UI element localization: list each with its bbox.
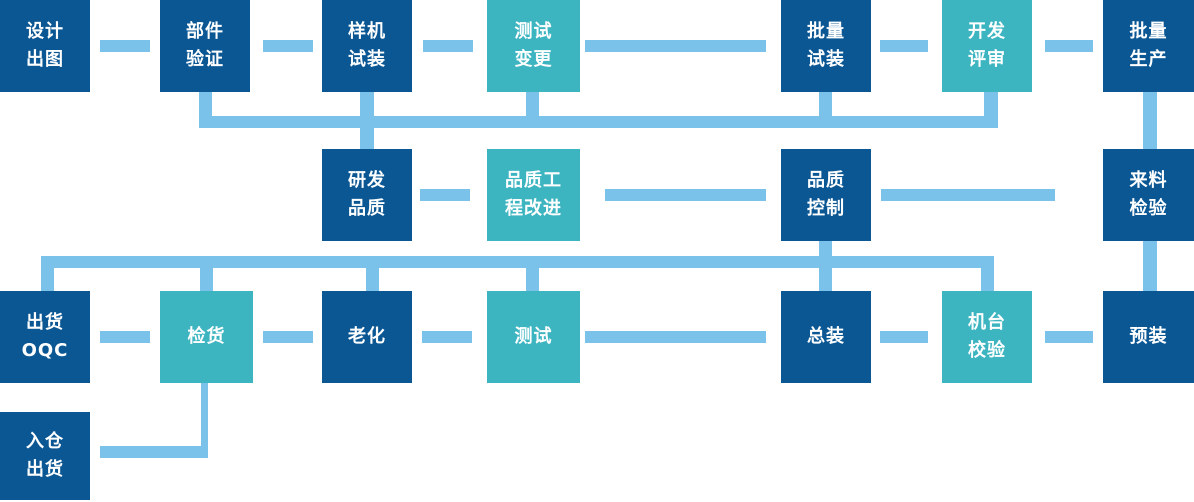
node-warehouse-shipment: 入仓 出货 xyxy=(0,412,90,500)
connector-rdquality-qualityeng xyxy=(420,189,470,201)
connector-rail-testing xyxy=(526,256,539,291)
connector-rail-machinecalibration xyxy=(981,256,994,291)
connector-rail-top xyxy=(199,116,998,128)
connector-batchtrial-down xyxy=(819,92,832,128)
node-test-change: 测试 变更 xyxy=(487,0,580,92)
connector-devreview-massproduction xyxy=(1045,40,1093,52)
connector-rail-shipmentoqc xyxy=(41,256,54,291)
connector-rail-goodsinspection xyxy=(200,256,213,291)
node-batch-trial-assembly: 批量 试装 xyxy=(781,0,871,92)
connector-batchtrial-devreview xyxy=(880,40,928,52)
connector-prototype-testchange xyxy=(423,40,473,52)
connector-design-component xyxy=(100,40,150,52)
connector-goodsinspection-burnin xyxy=(263,331,313,343)
connector-rail-burnin xyxy=(366,256,379,291)
connector-massproduction-incoming xyxy=(1143,92,1157,149)
node-quality-engineering-improvement: 品质工 程改进 xyxy=(487,149,580,241)
node-design-drawing: 设计 出图 xyxy=(0,0,90,92)
connector-rail-bottom xyxy=(41,256,994,268)
node-goods-inspection: 检货 xyxy=(160,291,253,383)
node-pre-assembly: 预装 xyxy=(1103,291,1194,383)
connector-component-prototype xyxy=(263,40,313,52)
connector-testing-finalassembly xyxy=(585,331,766,343)
node-rd-quality: 研发 品质 xyxy=(322,149,412,241)
connector-finalassembly-machinecalibration xyxy=(880,331,928,343)
connector-prototype-rdquality xyxy=(360,92,374,149)
connector-machinecalibration-preassembly xyxy=(1045,331,1093,343)
connector-warehouse-horizontal xyxy=(100,446,208,458)
node-mass-production: 批量 生产 xyxy=(1103,0,1194,92)
node-shipment-oqc: 出货 OQC xyxy=(0,291,90,383)
connector-testchange-down xyxy=(526,92,539,128)
node-development-review: 开发 评审 xyxy=(942,0,1032,92)
node-incoming-inspection: 来料 检验 xyxy=(1103,149,1194,241)
node-component-verification: 部件 验证 xyxy=(160,0,250,92)
connector-goodsinspection-down xyxy=(201,383,208,458)
node-burn-in: 老化 xyxy=(322,291,412,383)
connector-incoming-preassembly xyxy=(1143,241,1157,291)
node-prototype-trial-assembly: 样机 试装 xyxy=(322,0,412,92)
connector-devreview-down xyxy=(984,92,998,128)
connector-component-down xyxy=(199,92,212,128)
node-final-assembly: 总装 xyxy=(781,291,871,383)
connector-burnin-testing xyxy=(422,331,472,343)
node-quality-control: 品质 控制 xyxy=(781,149,871,241)
connector-shipmentoqc-goodsinspection xyxy=(100,331,150,343)
node-testing: 测试 xyxy=(487,291,580,383)
connector-qualitycontrol-incoming xyxy=(881,189,1055,201)
node-machine-calibration: 机台 校验 xyxy=(942,291,1032,383)
connector-testchange-batchtrial xyxy=(585,40,766,52)
connector-qualityeng-qualitycontrol xyxy=(605,189,766,201)
